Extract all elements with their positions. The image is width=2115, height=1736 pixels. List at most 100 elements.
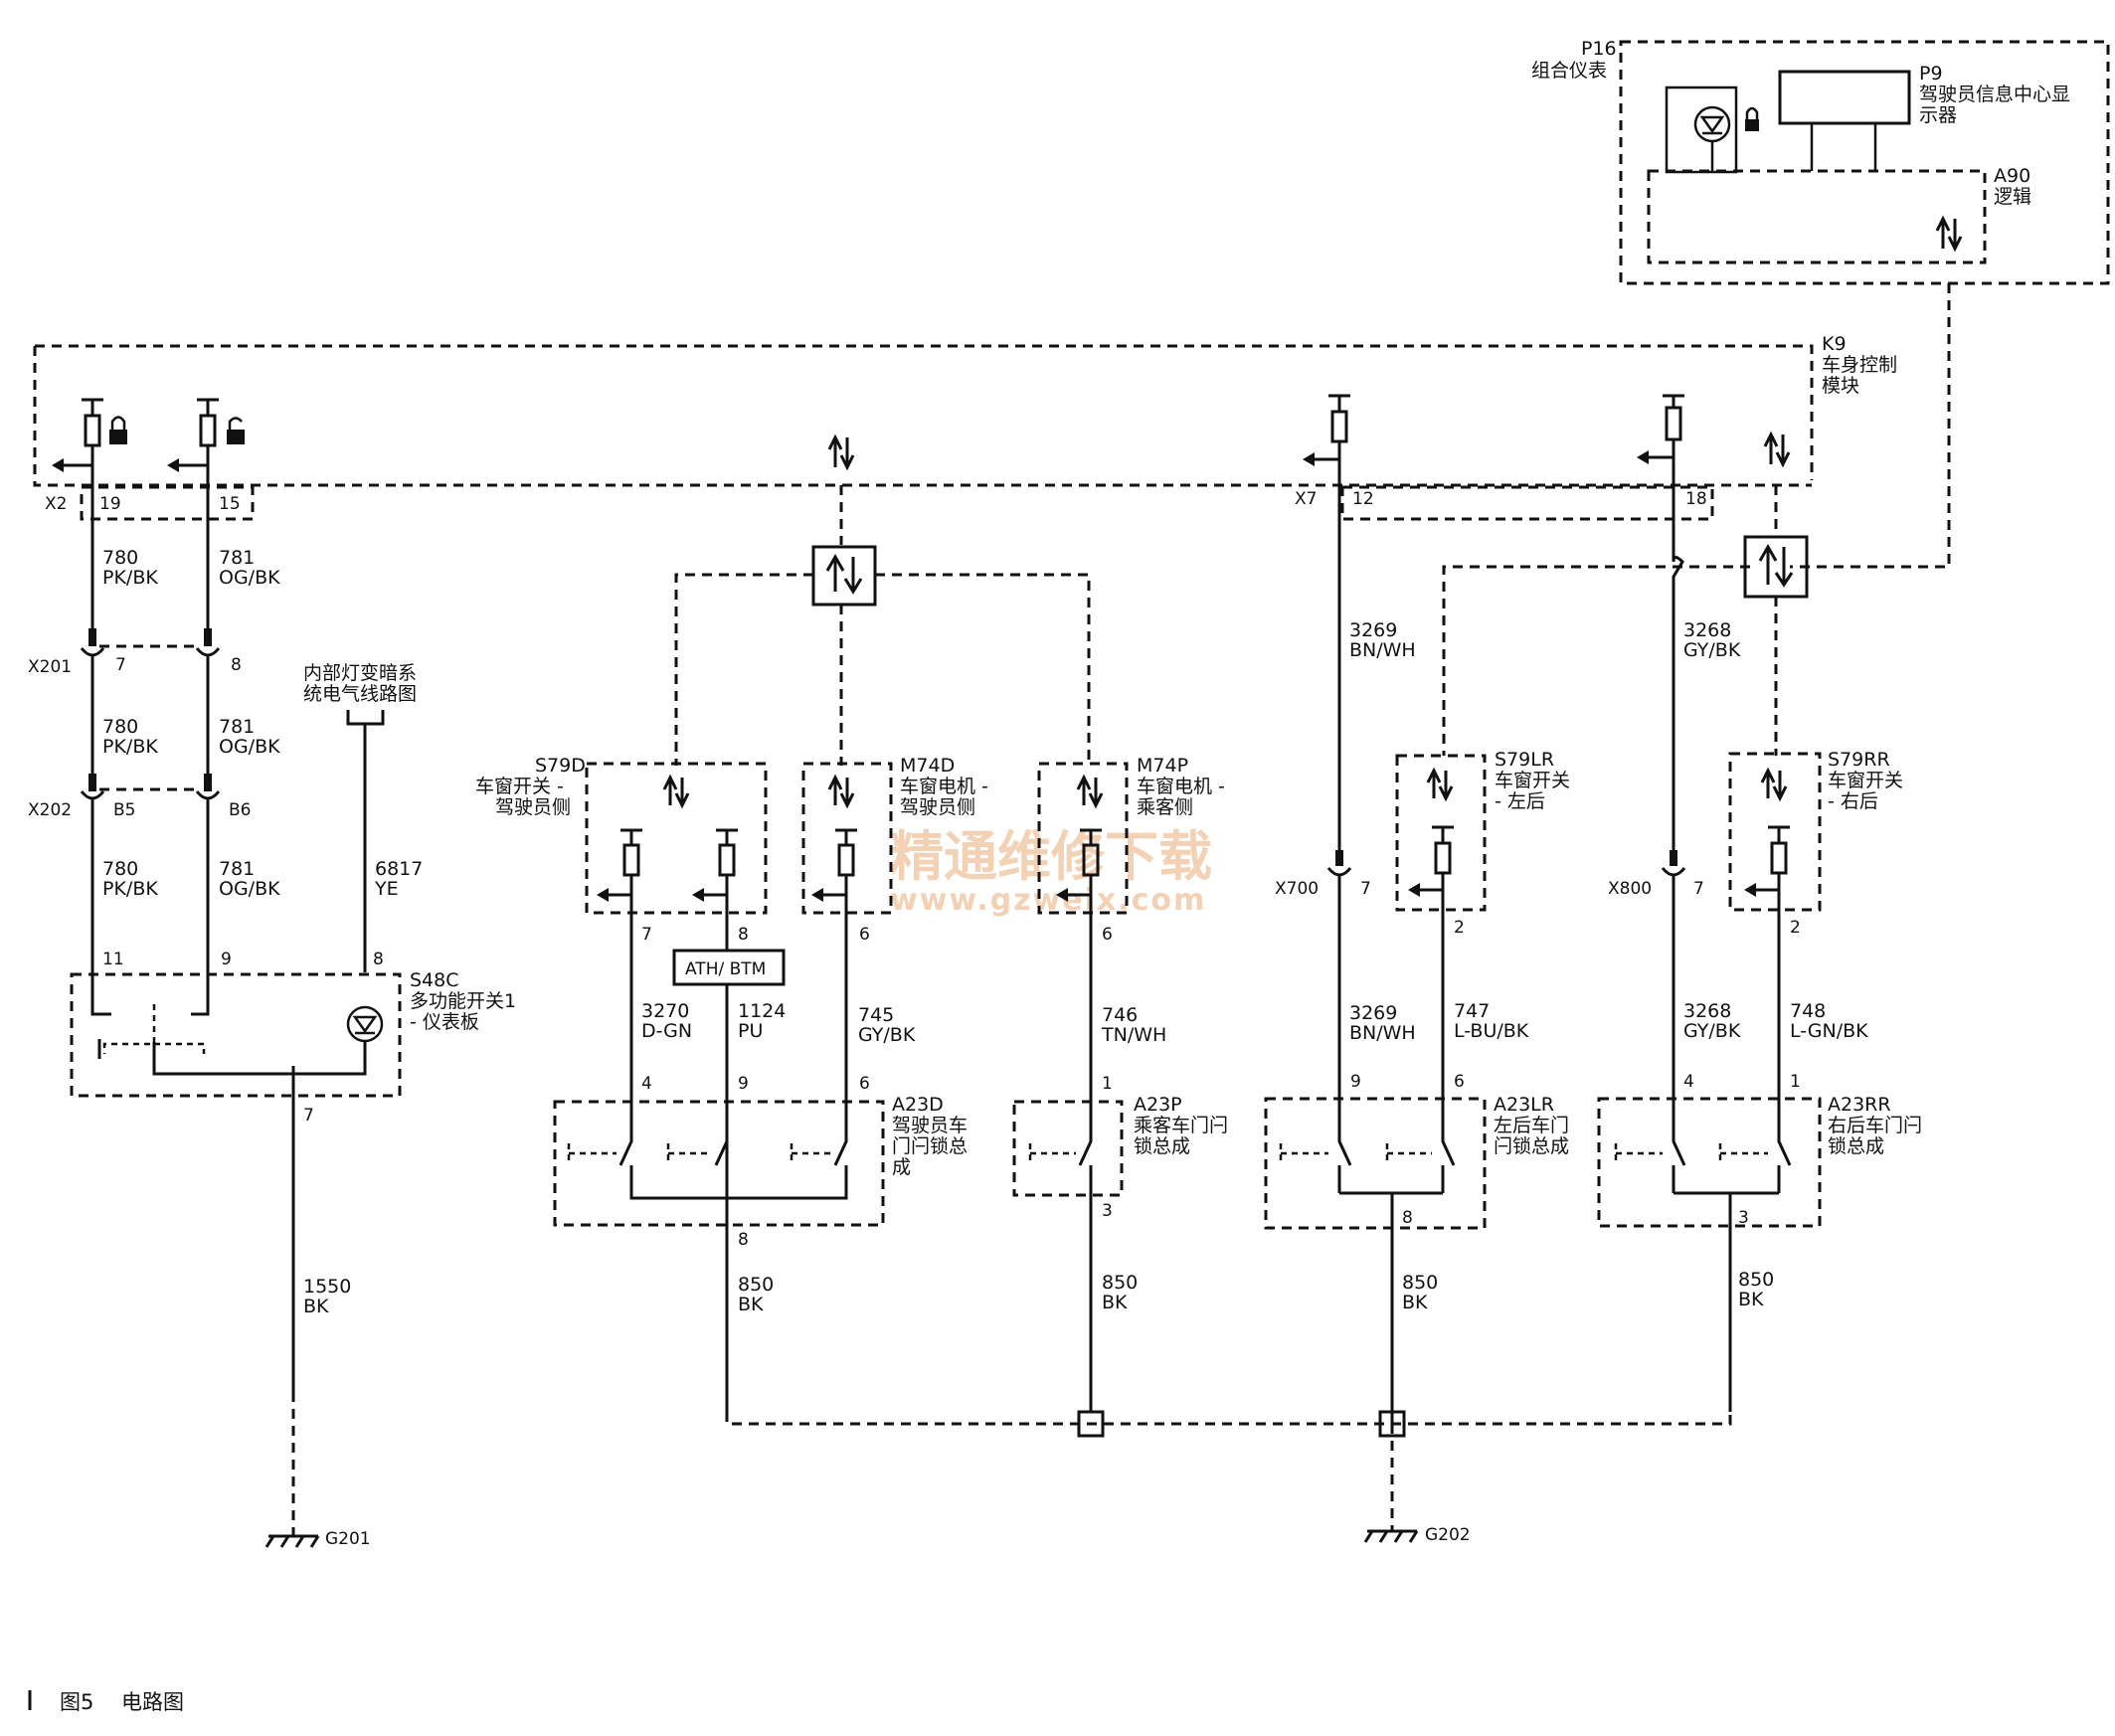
x700-pin-7: 7 (1360, 879, 1371, 899)
ath-btm-box (672, 949, 786, 986)
ath-btm-label: ATH/ BTM (685, 959, 766, 979)
watermark-title: 精通维修下载 (890, 825, 1212, 888)
wire-3268-num: 3268 (1683, 1000, 1731, 1022)
a23rr-pin-4: 4 (1683, 1072, 1694, 1092)
wire-780-color: PK/BK (102, 878, 158, 900)
a23lr-pin-6: 6 (1454, 1072, 1465, 1092)
p16-id: P16 (1581, 38, 1617, 60)
k9-driver-15 (167, 398, 245, 636)
x201-pin-7: 7 (115, 655, 126, 675)
a23rr-name-line2: 锁总成 (1828, 1135, 1884, 1157)
wire-1550-num: 1550 (303, 1276, 351, 1298)
s79d-pin-7: 7 (641, 925, 652, 945)
a23p-name-line2: 锁总成 (1134, 1135, 1190, 1157)
wire-850-color: BK (1402, 1292, 1428, 1313)
x202-label: X202 (28, 800, 72, 820)
wire-745-num: 745 (858, 1004, 894, 1026)
a23rr-door-latch (1597, 1097, 1822, 1228)
data-bus-splice (811, 545, 877, 607)
s79lr-id: S79LR (1495, 749, 1554, 771)
a23rr-pin-3: 3 (1738, 1208, 1749, 1228)
wire-781-color: OG/BK (219, 567, 280, 589)
a23p-id: A23P (1134, 1094, 1182, 1116)
wire-1124-num: 1124 (738, 1000, 786, 1022)
s79rr-pin-2: 2 (1790, 918, 1801, 938)
a23d-pin-9: 9 (738, 1074, 749, 1094)
a23lr-pin-9: 9 (1350, 1072, 1361, 1092)
k9-name-line1: 车身控制 (1822, 354, 1897, 376)
driver-window-group: S79D 车窗开关 - 驾驶员侧 7 8 ATH/ BTM 3270 D-GN … (475, 485, 1228, 1412)
p9-id: P9 (1919, 63, 1943, 85)
s79rr-name-line2: - 右后 (1828, 790, 1878, 812)
a23p-name-line1: 乘客车门闩 (1134, 1115, 1228, 1136)
wire-850-num: 850 (1102, 1272, 1138, 1294)
wire-1550-color: BK (303, 1296, 329, 1317)
a23d-pin-4: 4 (641, 1074, 652, 1094)
dimmer-ref-line2: 统电气线路图 (303, 683, 417, 705)
wire-850-color: BK (1102, 1292, 1128, 1313)
a23d-name-line1: 驾驶员车 (892, 1115, 968, 1136)
s79d-name-line2: 驾驶员侧 (495, 796, 571, 818)
figure-number: 图5 (60, 1690, 93, 1714)
left-rear-window-group: 3269 BN/WH X700 7 3269 BN/WH S79LR 车窗开关 … (1264, 565, 1750, 1432)
wire-747-num: 747 (1454, 1000, 1490, 1022)
wire-850-color: BK (1738, 1289, 1764, 1310)
k9-pin-12: 12 (1352, 489, 1374, 509)
a23p-pin-1: 1 (1102, 1074, 1113, 1094)
m74p-id: M74P (1137, 755, 1188, 777)
wire-781-color: OG/BK (219, 736, 280, 758)
x201-label: X201 (28, 657, 72, 677)
s48c-pin-11: 11 (102, 950, 124, 969)
dimmer-ref-line1: 内部灯变暗系 (303, 662, 417, 684)
wire-850-num: 850 (1402, 1272, 1438, 1294)
wire-3268-num: 3268 (1683, 619, 1731, 641)
wire-780-color: PK/BK (102, 736, 158, 758)
g202-label: G202 (1425, 1525, 1471, 1545)
a23d-name-line3: 成 (892, 1156, 911, 1178)
a23lr-name-line2: 闩锁总成 (1494, 1135, 1569, 1157)
a23p-pin-3: 3 (1102, 1201, 1113, 1221)
a23d-name-line2: 门闩锁总 (892, 1135, 968, 1157)
a23rr-pin-1: 1 (1790, 1072, 1801, 1092)
wire-3270-num: 3270 (641, 1000, 689, 1022)
right-rear-window-group: 3268 GY/BK X800 7 3268 GY/BK S79RR 车窗开关 … (1597, 485, 1922, 1412)
a23d-pin-6: 6 (859, 1074, 870, 1094)
wire-780-num: 780 (102, 858, 138, 880)
g201-label: G201 (325, 1529, 371, 1549)
x202-pin-b5: B5 (113, 800, 135, 820)
s48c-pin-7: 7 (303, 1106, 314, 1126)
wire-781-num: 781 (219, 547, 255, 569)
x800-label: X800 (1608, 879, 1652, 899)
a23d-door-latch (553, 1100, 885, 1227)
s79lr-name-line2: - 左后 (1495, 790, 1545, 812)
s79d-pin-8: 8 (738, 925, 749, 945)
k9-pin-19: 19 (99, 494, 121, 514)
x700-label: X700 (1275, 879, 1319, 899)
ground-icon (264, 1534, 320, 1548)
wire-3269-num: 3269 (1349, 1002, 1397, 1024)
wire-781-color: OG/BK (219, 878, 280, 900)
x201-pin-8: 8 (231, 655, 242, 675)
k9-driver-19 (52, 398, 127, 636)
wire-3268-color: GY/BK (1683, 639, 1741, 661)
s48c-name-line2: - 仪表板 (410, 1011, 479, 1033)
s48c-multifunction-switch (70, 972, 402, 1098)
a23d-id: A23D (892, 1094, 944, 1116)
bidirectional-arrow-icon (1763, 431, 1791, 468)
wire-3270-color: D-GN (641, 1020, 692, 1042)
wire-3268-color: GY/BK (1683, 1020, 1741, 1042)
k9-name-line2: 模块 (1822, 375, 1859, 397)
s79lr-name-line1: 车窗开关 (1495, 770, 1570, 791)
wire-745-color: GY/BK (858, 1024, 916, 1046)
s48c-name-line1: 多功能开关1 (410, 990, 516, 1012)
bidirectional-arrow-icon (827, 434, 855, 471)
k9-id: K9 (1822, 333, 1847, 355)
x2-connector (80, 485, 255, 521)
p16-instrument-cluster: P16 组合仪表 P9 驾驶员信息中心显 示器 A90 逻辑 (1531, 38, 2110, 285)
p9-name-line2: 示器 (1919, 104, 1957, 126)
a23lr-pin-8: 8 (1402, 1208, 1413, 1228)
lock-icon (227, 430, 245, 444)
x7-label: X7 (1295, 489, 1317, 509)
x202-pin-b6: B6 (229, 800, 251, 820)
watermark-url: www.gzweix.com (890, 883, 1206, 918)
